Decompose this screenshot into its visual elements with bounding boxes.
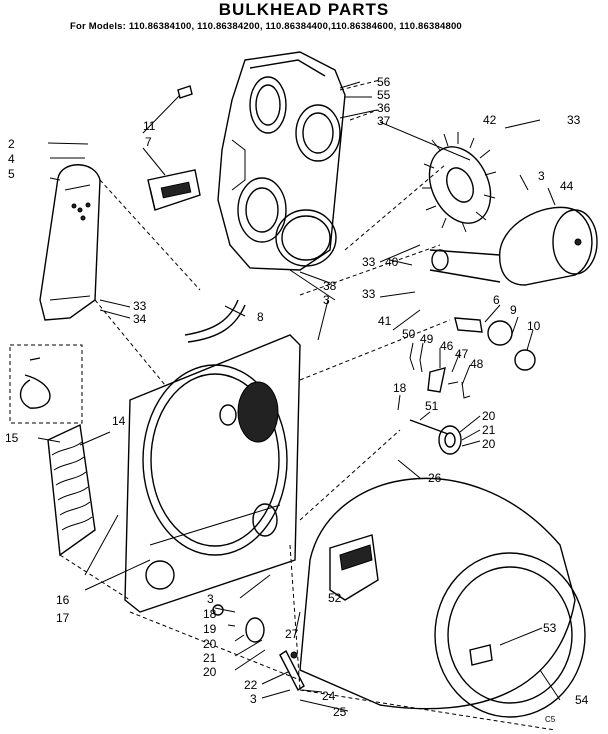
callout-2: 2: [8, 137, 15, 151]
callout-38: 38: [323, 279, 337, 293]
callout-37: 37: [377, 114, 391, 128]
lamp-assembly: [454, 317, 536, 371]
callout-14: 14: [112, 414, 126, 428]
lower-roller-parts: [212, 604, 305, 692]
callout-3-mid: 3: [323, 293, 330, 307]
idler-arm: [39, 164, 101, 321]
callout-7: 7: [145, 135, 152, 149]
callout-6: 6: [493, 293, 500, 307]
callout-4: 4: [8, 152, 15, 166]
callout-21: 21: [482, 423, 496, 437]
exhaust-seal-ring: [275, 209, 337, 267]
leader-lines: [37, 79, 561, 712]
callout-17: 17: [56, 611, 70, 625]
callout-47: 47: [455, 347, 469, 361]
callout-11: 11: [143, 119, 156, 133]
callout-34: 34: [133, 312, 147, 326]
rear-bulkhead-panel: [217, 51, 346, 271]
heater-element: [47, 423, 96, 557]
dryer-drum: [289, 477, 586, 731]
models-subtitle: For Models: 110.86384100, 110.86384200, …: [70, 21, 462, 32]
callout-54: 54: [575, 693, 589, 707]
callout-19: 19: [203, 622, 217, 636]
blower-seal: [295, 104, 341, 162]
callout-51: 51: [425, 399, 439, 413]
callout-15: 15: [5, 431, 19, 445]
callout-33-lower: 33: [362, 287, 376, 301]
callout-42: 42: [483, 113, 497, 127]
callout-10: 10: [527, 319, 541, 333]
callout-20b: 20: [482, 437, 496, 451]
callout-3-bottom: 3: [250, 692, 257, 706]
callout-49: 49: [420, 332, 434, 346]
duct-hose: [184, 299, 246, 343]
callout-50: 50: [402, 327, 416, 341]
drive-motor: [429, 206, 598, 286]
callout-18: 18: [393, 381, 407, 395]
callout-20-low: 20: [203, 637, 217, 651]
harness-kit-box: [9, 344, 83, 424]
callout-24: 24: [322, 689, 336, 703]
door-switch-parts: [409, 357, 471, 435]
callout-53: 53: [543, 621, 557, 635]
callout-22: 22: [244, 678, 258, 692]
callout-48: 48: [470, 357, 484, 371]
callout-20: 20: [482, 409, 496, 423]
callout-3-top: 3: [538, 169, 545, 183]
diagram-title: BULKHEAD PARTS: [218, 0, 390, 19]
callout-3-low: 3: [207, 592, 214, 606]
drum-roller: [438, 425, 462, 455]
callout-41: 41: [378, 314, 392, 328]
callout-33-left: 33: [133, 299, 147, 313]
callout-16: 16: [56, 593, 70, 607]
callout-55: 55: [377, 88, 391, 102]
callout-18-low: 18: [203, 607, 217, 621]
blower-wheel: [422, 132, 497, 233]
callout-labels: 56 55 36 37 33 42 2 4 5 11 7 3 44 33 40 …: [5, 75, 589, 724]
callout-52: 52: [328, 591, 342, 605]
callout-40: 40: [385, 255, 399, 269]
corner-mark: C5: [545, 715, 556, 724]
callout-26: 26: [428, 471, 442, 485]
callout-25: 25: [333, 705, 347, 719]
callout-5: 5: [8, 167, 15, 181]
callout-27: 27: [285, 627, 299, 641]
callout-56: 56: [377, 75, 391, 89]
switch-housing: [147, 85, 201, 211]
callout-8: 8: [257, 310, 264, 324]
callout-36: 36: [377, 101, 391, 115]
callout-33-mid: 33: [362, 255, 376, 269]
callout-20-low2: 20: [203, 665, 217, 679]
callout-9: 9: [510, 303, 517, 317]
callout-33: 33: [567, 113, 581, 127]
callout-46: 46: [440, 339, 454, 353]
callout-44: 44: [560, 179, 574, 193]
front-bulkhead: [124, 334, 301, 613]
callout-21-low: 21: [203, 651, 217, 665]
